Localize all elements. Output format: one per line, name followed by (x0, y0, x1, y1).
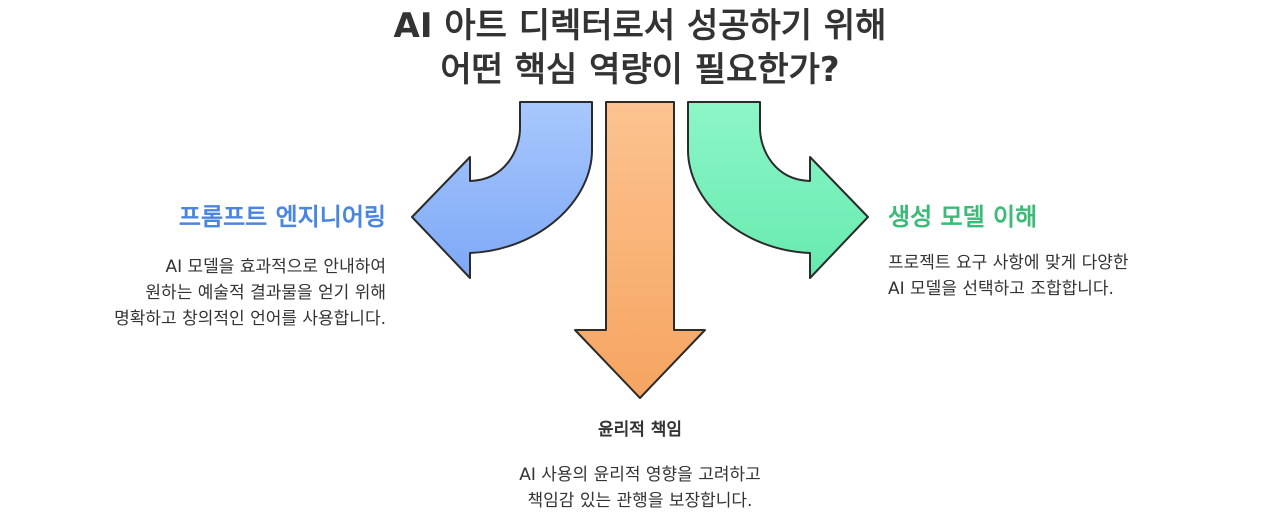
description-line: 프로젝트 요구 사항에 맞게 다양한 (888, 253, 1129, 273)
left-curved-arrow (411, 101, 593, 279)
description-line: AI 사용의 윤리적 영향을 고려하고 (519, 465, 761, 485)
description-line: 명확하고 창의적인 언어를 사용합니다. (114, 309, 386, 329)
title-line-1: AI 아트 디렉터로서 성공하기 위해 (393, 6, 887, 46)
branch-description-generative-models: 프로젝트 요구 사항에 맞게 다양한 AI 모델을 선택하고 조합합니다. (888, 250, 1129, 302)
center-down-arrow (574, 101, 706, 399)
diagram-title: AI 아트 디렉터로서 성공하기 위해 어떤 핵심 역량이 필요한가? (0, 4, 1280, 92)
branch-description-ethical-responsibility: AI 사용의 윤리적 영향을 고려하고 책임감 있는 관행을 보장합니다. (0, 462, 1280, 514)
right-curved-arrow (687, 101, 869, 279)
description-line: 책임감 있는 관행을 보장합니다. (527, 491, 753, 511)
branch-heading-ethical-responsibility: 윤리적 책임 (597, 420, 683, 440)
branch-heading-prompt-engineering: 프롬프트 엔지니어링 (178, 203, 386, 231)
description-line: AI 모델을 효과적으로 안내하여 (165, 257, 386, 277)
description-line: 원하는 예술적 결과물을 얻기 위해 (145, 283, 386, 303)
branch-heading-generative-models: 생성 모델 이해 (888, 203, 1038, 231)
title-line-2: 어떤 핵심 역량이 필요한가? (440, 50, 840, 90)
description-line: AI 모델을 선택하고 조합합니다. (888, 279, 1114, 299)
branch-description-prompt-engineering: AI 모델을 효과적으로 안내하여 원하는 예술적 결과물을 얻기 위해 명확하… (114, 254, 386, 332)
